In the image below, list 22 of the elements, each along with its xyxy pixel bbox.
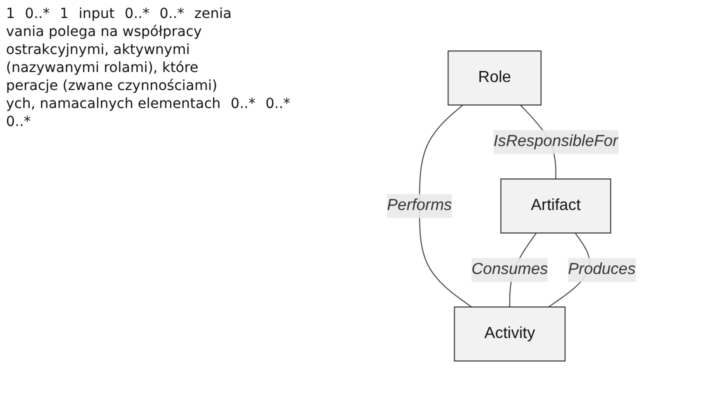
note-text: 0..* xyxy=(24,6,50,22)
note-text: 0..* xyxy=(124,6,150,22)
node-box: Role xyxy=(448,50,542,106)
node-box: Activity xyxy=(454,306,566,362)
node-box: Artifact xyxy=(500,178,612,234)
note-text: (nazywanymi rolami), które xyxy=(6,60,198,76)
edge-label: Performs xyxy=(387,196,452,214)
note-text: 0..* xyxy=(230,96,256,112)
note-text: 0..* xyxy=(6,114,31,130)
note-text: peracje (zwane czynnościami) xyxy=(6,78,218,94)
note-text: vania polega na współpracy xyxy=(6,24,202,40)
note-text: 1 xyxy=(60,6,69,22)
note-text: 0..* xyxy=(265,96,290,112)
note-text: zenia xyxy=(194,6,232,22)
edge-label: Produces xyxy=(568,260,636,278)
note-text: ych, namacalnych elementach xyxy=(6,96,221,112)
note-text: 1 xyxy=(6,6,15,22)
note-text: 0..* xyxy=(159,6,184,22)
note-text: ostrakcyjnymi, aktywnymi xyxy=(6,42,190,58)
edge-label: Consumes xyxy=(472,260,548,278)
note-text: input xyxy=(78,6,115,22)
connector xyxy=(419,104,472,308)
